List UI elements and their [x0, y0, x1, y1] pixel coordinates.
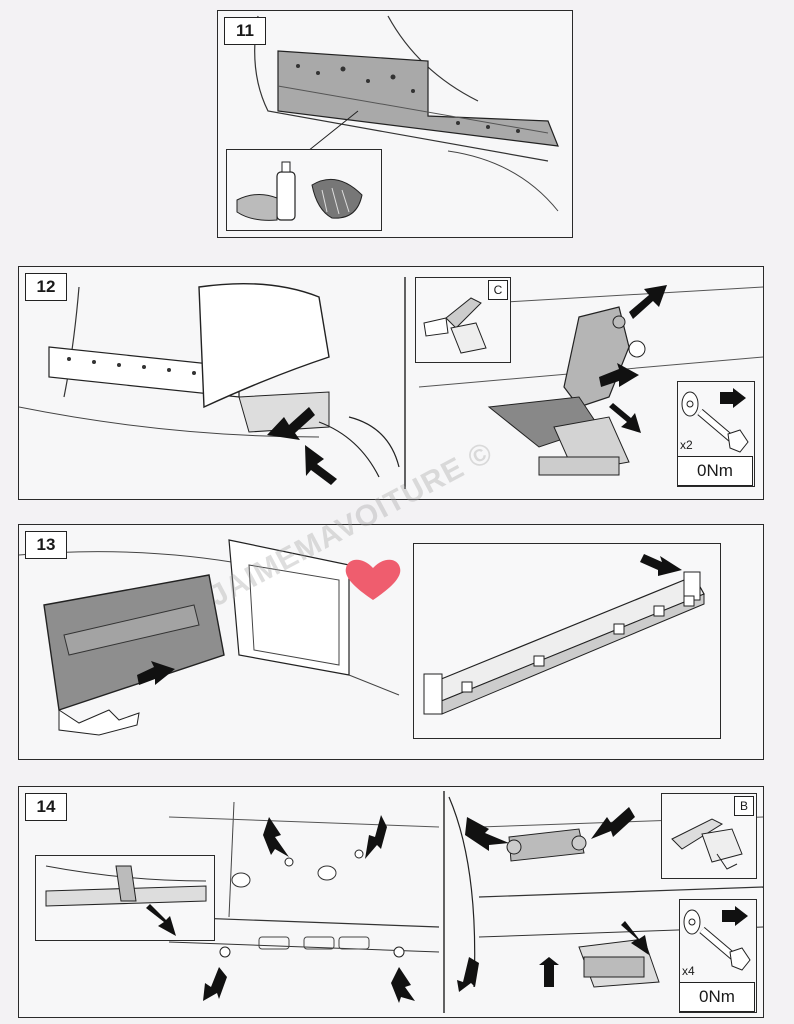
step-13-left-illustration — [19, 539, 400, 736]
step-12-bracket-inset: C — [415, 277, 511, 363]
torque-value: 0Nm — [678, 456, 753, 486]
view-c-badge: C — [488, 280, 508, 300]
bracket-detail — [423, 297, 487, 354]
step-11-cleaning-inset — [226, 149, 382, 231]
step-13-number: 13 — [25, 531, 67, 559]
torque-value: 0Nm — [680, 982, 755, 1012]
step-11-number: 11 — [224, 17, 266, 45]
heart-icon — [345, 559, 401, 600]
step-13-rail-inset — [413, 543, 721, 739]
view-b-badge: B — [734, 796, 754, 816]
step-14-bracket-inset: B — [661, 793, 757, 879]
black-arrow-icon — [457, 807, 649, 992]
black-arrow-icon — [137, 661, 175, 685]
black-arrow-icon — [599, 285, 667, 433]
rocker-panel — [277, 50, 559, 147]
black-arrow-icon — [640, 554, 682, 576]
mud-flap — [198, 282, 330, 409]
step-13-panel: 13 — [18, 524, 764, 760]
bracket-detail — [671, 818, 743, 870]
step-12-panel: 12 C — [18, 266, 764, 500]
quantity-label: x4 — [682, 964, 695, 978]
step-rail-detail — [423, 571, 705, 715]
sill-detail — [45, 865, 207, 936]
black-arrow-icon — [203, 815, 415, 1003]
step-11-panel: 11 — [217, 10, 573, 238]
quantity-label: x2 — [680, 438, 693, 452]
black-arrow-icon — [267, 407, 337, 485]
step-12-fastener-inset: x2 0Nm — [677, 381, 755, 487]
step-14-panel: 14 — [18, 786, 764, 1018]
step-14-number: 14 — [25, 793, 67, 821]
step-12-number: 12 — [25, 273, 67, 301]
step-11-illustration — [254, 15, 559, 212]
bolt-icon — [681, 388, 749, 453]
step-14-sill-inset — [35, 855, 215, 941]
step-14-right-illustration — [448, 796, 763, 988]
bolt-icon — [683, 906, 751, 971]
spray-can-icon — [236, 161, 363, 221]
step-14-fastener-inset: x4 0Nm — [679, 899, 757, 1013]
